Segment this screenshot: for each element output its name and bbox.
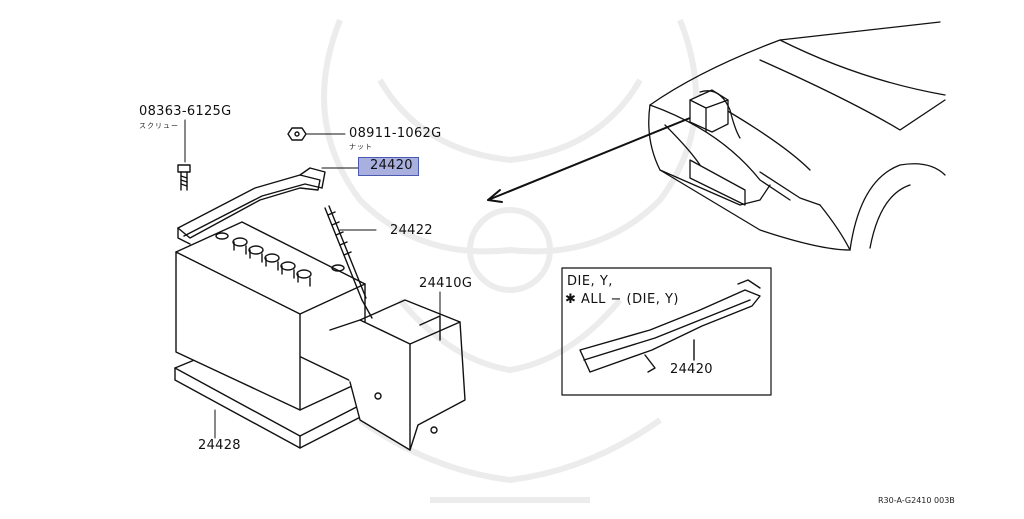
label-nut-part[interactable]: 08911-1062G [349,126,442,141]
label-screw-sub: スクリュー [139,122,179,130]
inset-part-label[interactable]: 24420 [670,362,713,377]
inset-line-2: ✱ ALL − (DIE, Y) [565,292,679,307]
footer-reference: R30-A-G2410 003B [878,496,955,505]
label-screw-part[interactable]: 08363-6125G [139,104,232,119]
battery-cover [329,299,466,451]
screw [177,164,191,191]
label-rod[interactable]: 24422 [390,223,433,238]
inset-frame [561,267,772,396]
battery-frame [177,167,326,245]
highlight-box [358,157,419,176]
nut [287,127,307,141]
inset-line-1: DIE, Y, [567,274,613,289]
label-frame-highlighted[interactable]: 24420 [370,158,413,173]
car-illustration [648,21,946,251]
label-nut-sub: ナット [349,143,373,151]
leader-lines [184,119,441,439]
label-tray[interactable]: 24428 [198,438,241,453]
location-arrow [487,117,691,203]
label-cover[interactable]: 24410G [419,276,473,291]
battery [175,221,366,411]
